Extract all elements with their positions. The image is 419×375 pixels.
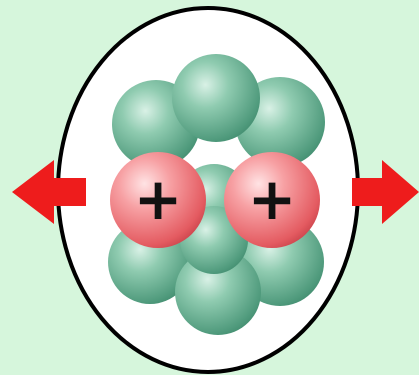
proton-left: + — [110, 152, 206, 248]
neutron — [172, 54, 260, 142]
plus-sign: + — [248, 165, 297, 233]
plus-sign: + — [134, 165, 183, 233]
proton-right: + — [224, 152, 320, 248]
